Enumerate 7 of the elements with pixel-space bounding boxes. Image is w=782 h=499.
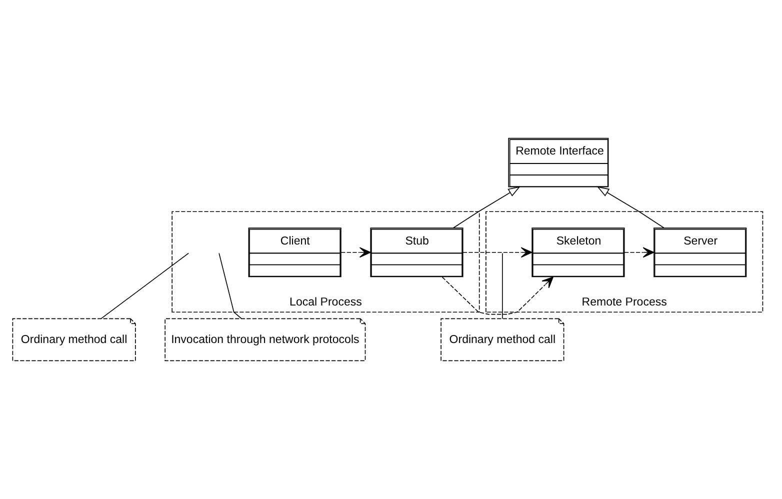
arrow bbox=[452, 186, 520, 228]
connector bbox=[100, 252, 189, 319]
arrow bbox=[442, 247, 554, 315]
arrow bbox=[624, 247, 654, 258]
connector bbox=[502, 252, 503, 319]
arrow bbox=[596, 186, 664, 228]
arrow bbox=[340, 247, 371, 258]
